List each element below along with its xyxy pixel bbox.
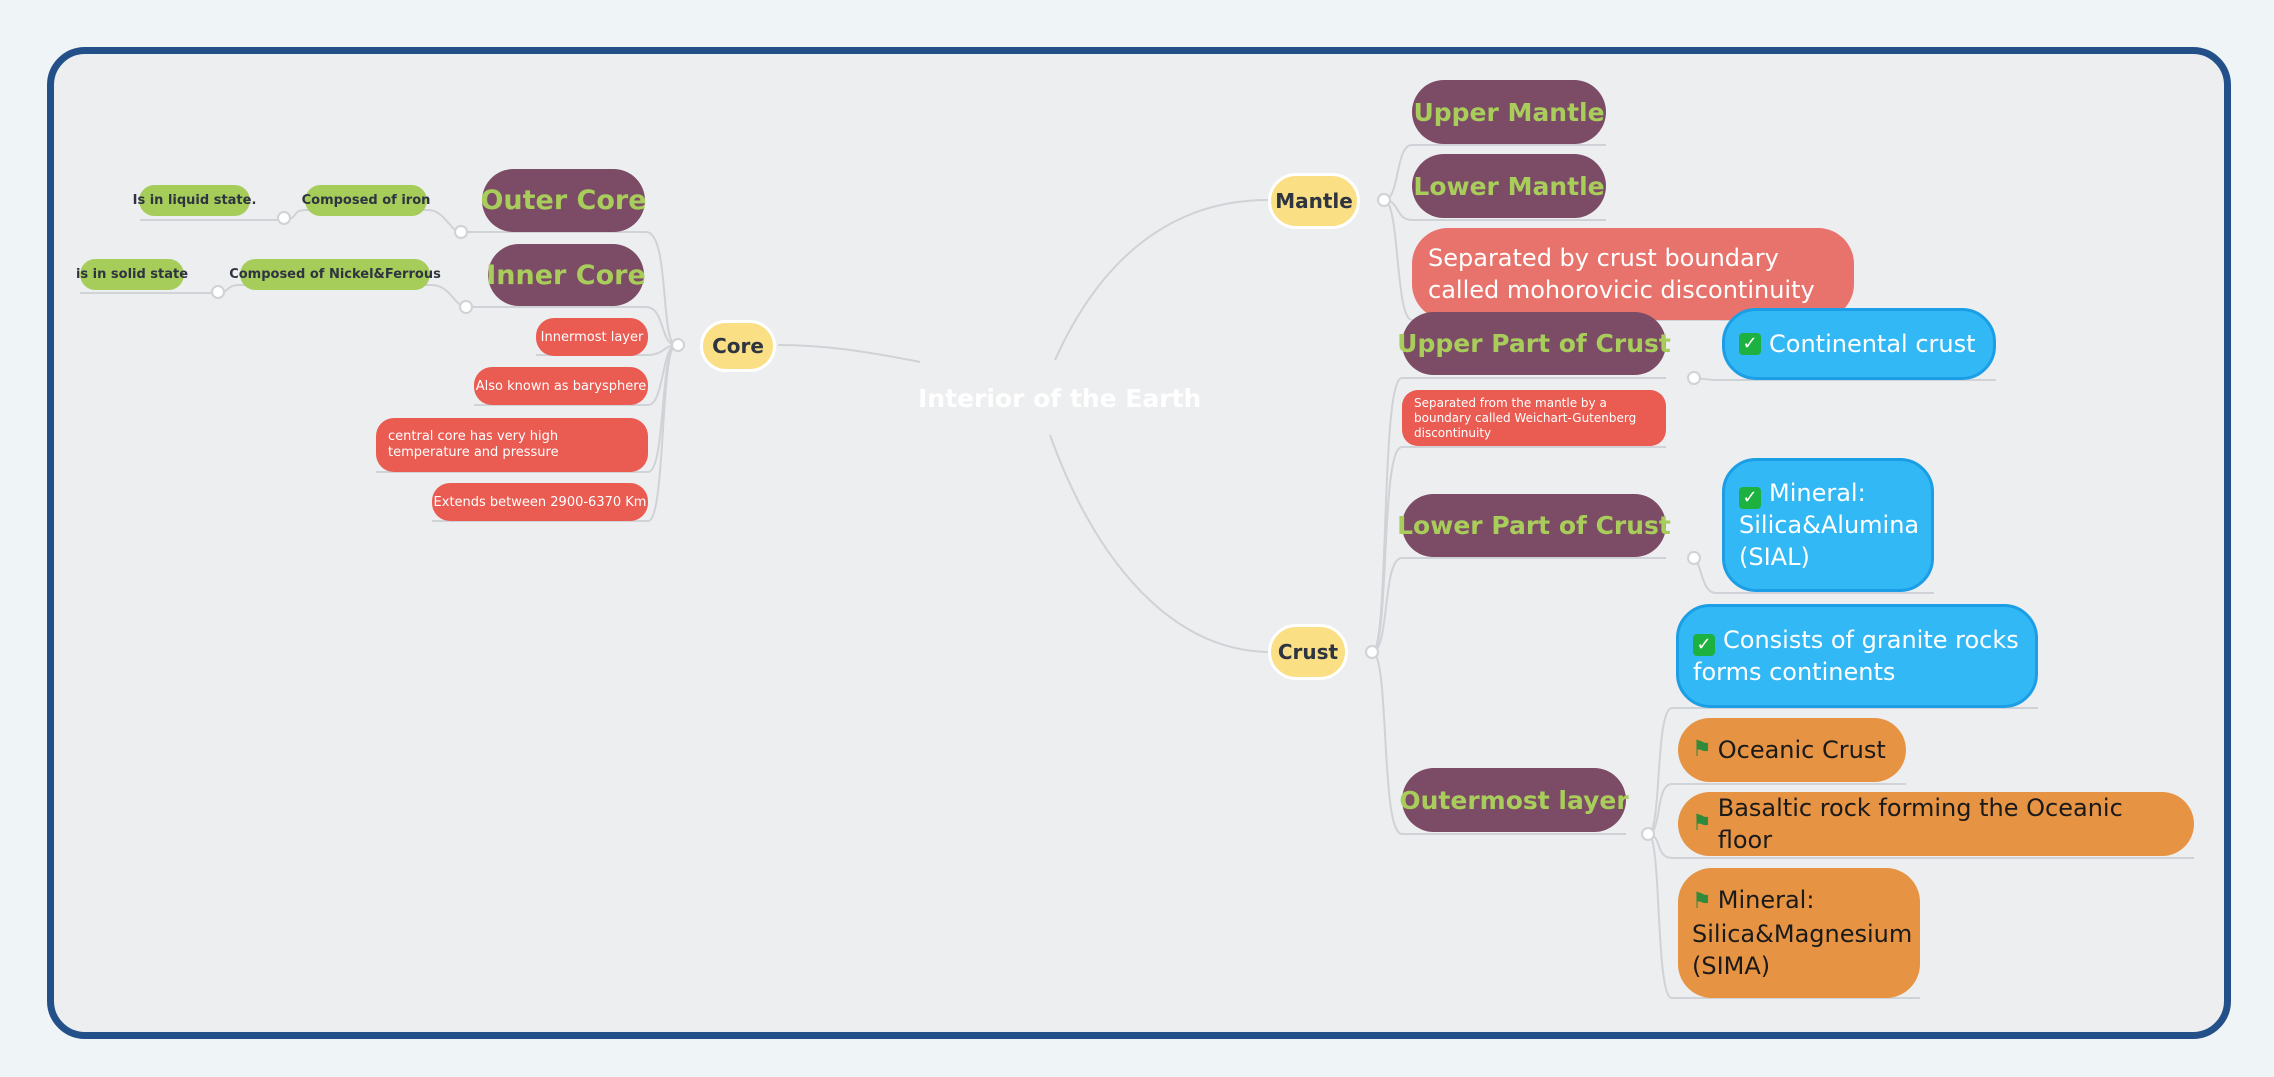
outermost-layer-topic[interactable]: Outermost layer <box>1399 768 1629 832</box>
lower-part-crust-topic[interactable]: Lower Part of Crust <box>1397 494 1671 557</box>
basaltic-label: Basaltic rock forming the Oceanic floor <box>1717 794 2123 854</box>
mantle-topic[interactable]: Mantle <box>1268 173 1360 229</box>
check-mark-icon: ✓ <box>1739 333 1761 355</box>
inner-core-state[interactable]: is in solid state <box>76 259 188 290</box>
sial-label: Mineral: Silica&Alumina (SIAL) <box>1739 479 1920 571</box>
continental-crust-label: Continental crust <box>1769 330 1976 358</box>
core-topic[interactable]: Core <box>700 320 776 372</box>
root-topic[interactable]: Interior of the Earth <box>918 383 1202 413</box>
outer-core-topic[interactable]: Outer Core <box>480 169 647 232</box>
granite-text: ✓Consists of granite rocks forms contine… <box>1693 624 2021 688</box>
inner-core-detail[interactable]: Composed of Nickel&Ferrous <box>229 259 441 290</box>
inner-core-topic[interactable]: Inner Core <box>486 244 646 306</box>
core-note-barysphere[interactable]: Also known as barysphere <box>474 367 648 405</box>
sial-text: ✓Mineral: Silica&Alumina (SIAL) <box>1739 477 1919 573</box>
check-mark-icon: ✓ <box>1739 487 1761 509</box>
flag-icon: ⚑ <box>1692 737 1712 762</box>
sima-label: Mineral: Silica&Magnesium (SIMA) <box>1692 886 1913 980</box>
core-note-innermost[interactable]: Innermost layer <box>536 318 648 356</box>
flag-icon: ⚑ <box>1692 889 1712 914</box>
granite-node[interactable]: ✓Consists of granite rocks forms contine… <box>1676 604 2038 708</box>
core-note-temperature[interactable]: central core has very high temperature a… <box>376 418 648 472</box>
outer-core-detail[interactable]: Composed of iron <box>302 185 430 216</box>
sial-node[interactable]: ✓Mineral: Silica&Alumina (SIAL) <box>1722 458 1934 592</box>
granite-label: Consists of granite rocks forms continen… <box>1693 626 2019 686</box>
continental-crust-node[interactable]: ✓ Continental crust <box>1722 308 1996 380</box>
check-mark-icon: ✓ <box>1693 634 1715 656</box>
crust-topic[interactable]: Crust <box>1268 624 1348 680</box>
core-note-extent[interactable]: Extends between 2900-6370 Km <box>432 483 648 521</box>
oceanic-crust-node[interactable]: ⚑ Oceanic Crust <box>1678 718 1906 782</box>
flag-icon: ⚑ <box>1692 811 1712 836</box>
sima-text: ⚑Mineral: Silica&Magnesium (SIMA) <box>1692 884 1912 982</box>
mantle-boundary-note[interactable]: Separated by crust boundary called mohor… <box>1412 228 1854 320</box>
upper-part-crust-topic[interactable]: Upper Part of Crust <box>1397 312 1671 375</box>
sima-node[interactable]: ⚑Mineral: Silica&Magnesium (SIMA) <box>1678 868 1920 998</box>
upper-mantle-topic[interactable]: Upper Mantle <box>1412 80 1606 144</box>
outer-core-state[interactable]: Is in liquid state. <box>133 185 256 216</box>
oceanic-crust-label: Oceanic Crust <box>1717 736 1886 764</box>
lower-mantle-topic[interactable]: Lower Mantle <box>1412 154 1606 218</box>
crust-boundary-note[interactable]: Separated from the mantle by a boundary … <box>1402 390 1666 446</box>
basaltic-node[interactable]: ⚑ Basaltic rock forming the Oceanic floo… <box>1678 792 2194 856</box>
